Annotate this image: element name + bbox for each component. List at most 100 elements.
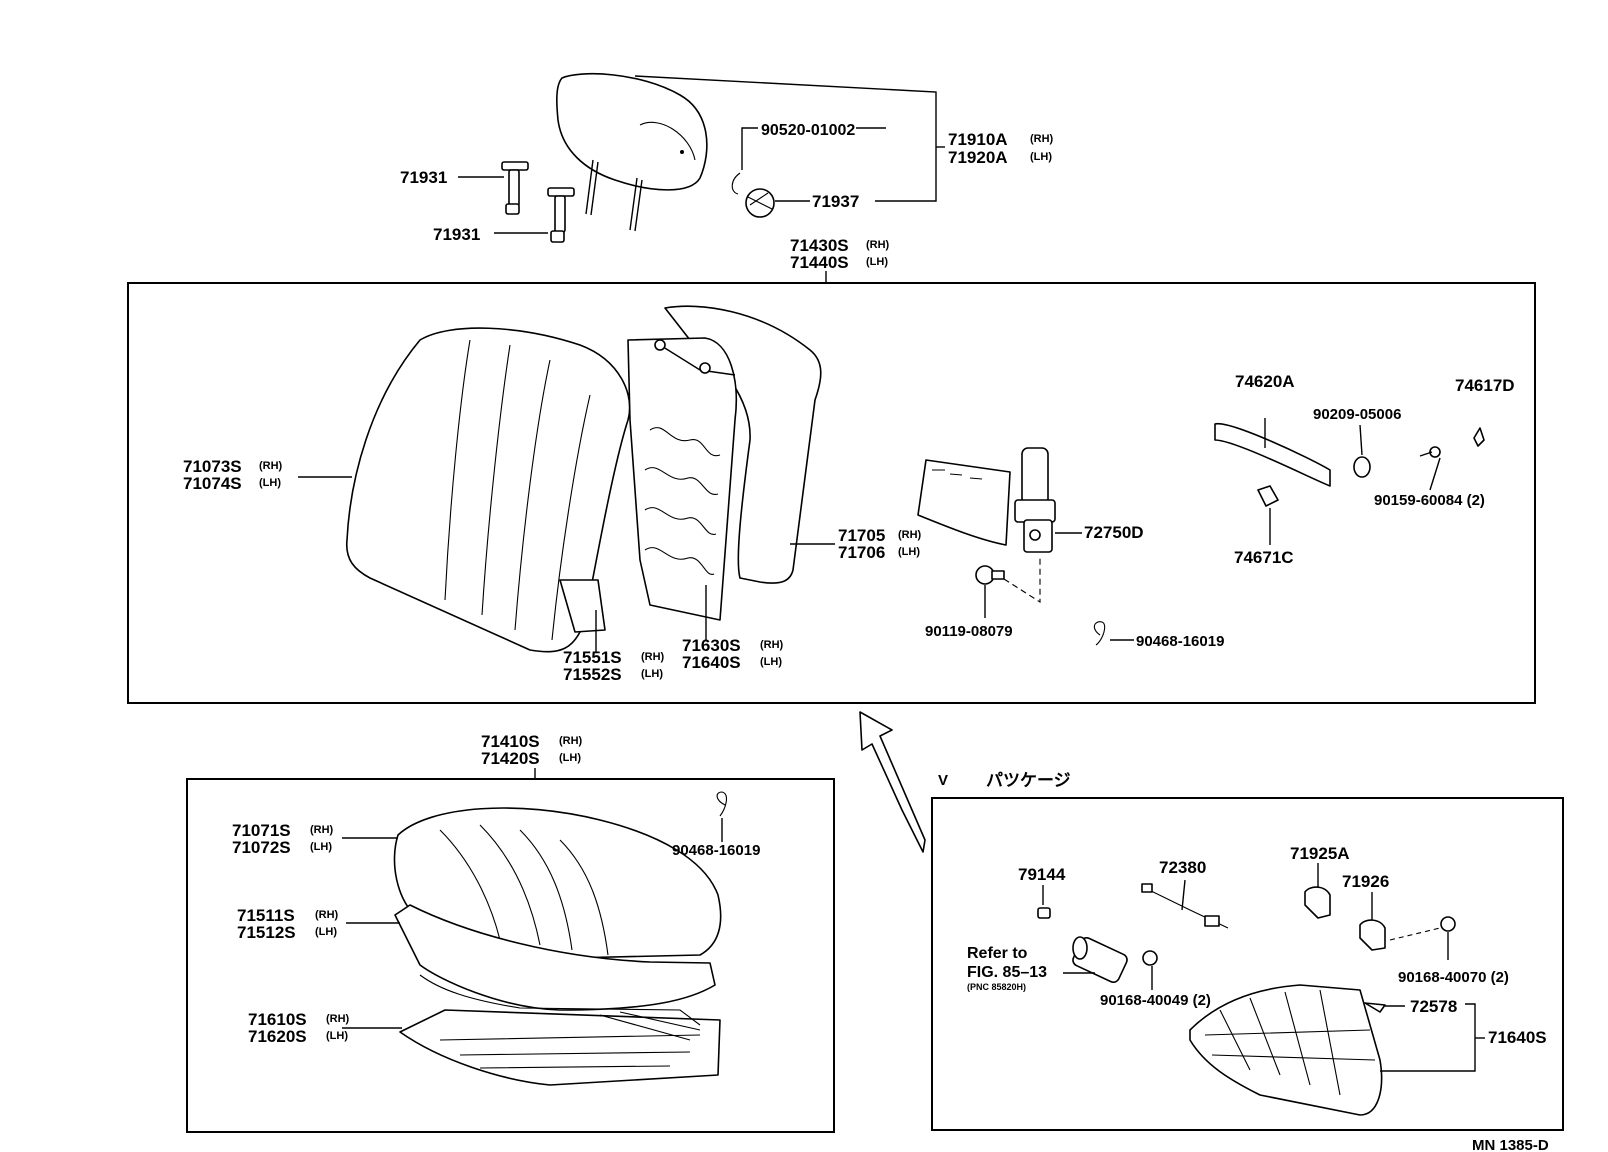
label-package-v: V — [938, 772, 948, 789]
package-arrow — [859, 711, 926, 853]
label-refer-to: Refer to — [967, 945, 1028, 962]
seatback-group — [298, 305, 1485, 653]
label-71511S-suffix: (RH) — [315, 909, 339, 921]
label-71920A: 71920A — [948, 148, 1008, 167]
label-71705-suffix: (RH) — [898, 529, 922, 541]
cushion-group — [342, 791, 728, 1086]
label-90209: 90209-05006 — [1313, 406, 1401, 423]
label-71420S: 71420S — [481, 749, 540, 768]
label-71552S: 71552S — [563, 665, 622, 684]
label-71440S-suffix: (LH) — [866, 256, 888, 268]
label-79144: 79144 — [1018, 865, 1066, 884]
seatback-frame-pkg[interactable] — [1189, 984, 1383, 1116]
labels: 71931 71931 90520-01002 71910A (RH) 7192… — [183, 122, 1549, 1152]
cushion-frame[interactable] — [399, 974, 721, 1086]
seatback-assembly-box — [127, 282, 1536, 704]
label-90119: 90119-08079 — [925, 623, 1013, 640]
seat-cushion-box — [186, 778, 835, 1133]
part-79144[interactable] — [1037, 907, 1051, 919]
label-71410S-suffix: (RH) — [559, 735, 583, 747]
label-71640S-seatback-suffix: (LH) — [760, 656, 782, 668]
label-71511S: 71511S — [237, 906, 295, 925]
label-71420S-suffix: (LH) — [559, 752, 581, 764]
screw-90159[interactable] — [1419, 446, 1441, 458]
motor-refer-fig[interactable] — [1071, 936, 1129, 984]
seatback-side-trim[interactable] — [559, 579, 606, 633]
label-71410S: 71410S — [481, 732, 540, 751]
label-71430S: 71430S — [790, 236, 849, 255]
label-71430S-suffix: (RH) — [866, 239, 890, 251]
label-71630S-suffix: (RH) — [760, 639, 784, 651]
label-71910A: 71910A — [948, 130, 1008, 149]
label-71551S: 71551S — [563, 648, 622, 667]
label-71706: 71706 — [838, 543, 885, 562]
headrest-group — [458, 72, 945, 243]
label-71440S: 71440S — [790, 253, 849, 272]
label-71640S-seatback: 71640S — [682, 653, 741, 672]
clip-90468-bottom[interactable] — [716, 791, 728, 817]
label-71620S-suffix: (LH) — [326, 1030, 348, 1042]
bolt-90119[interactable] — [975, 565, 1005, 585]
label-71610S-suffix: (RH) — [326, 1013, 350, 1025]
seatback-board[interactable] — [664, 305, 822, 584]
label-90520: 90520-01002 — [761, 122, 855, 139]
label-71640S-package: 71640S — [1488, 1028, 1547, 1047]
label-71630S: 71630S — [682, 636, 741, 655]
label-71071S: 71071S — [232, 821, 291, 840]
part-71926[interactable] — [1359, 919, 1386, 951]
label-71926: 71926 — [1342, 872, 1389, 891]
label-71920A-suffix: (LH) — [1030, 151, 1052, 163]
label-71925A: 71925A — [1290, 844, 1350, 863]
cable-72380[interactable] — [1141, 883, 1229, 929]
label-71910A-suffix: (RH) — [1030, 133, 1054, 145]
label-90159: 90159-60084 (2) — [1374, 492, 1485, 509]
label-71931-upper: 71931 — [400, 168, 447, 187]
label-71073S: 71073S — [183, 457, 242, 476]
label-71931-lower: 71931 — [433, 225, 480, 244]
label-71620S: 71620S — [248, 1027, 307, 1046]
seatback-frame[interactable] — [627, 337, 738, 621]
label-71610S: 71610S — [248, 1010, 307, 1029]
label-71512S-suffix: (LH) — [315, 926, 337, 938]
label-72578: 72578 — [1410, 997, 1457, 1016]
bracket-74620A[interactable] — [1214, 423, 1331, 487]
part-74671C[interactable] — [1257, 485, 1279, 507]
label-71074S: 71074S — [183, 474, 242, 493]
label-90168-40070: 90168-40070 (2) — [1398, 969, 1509, 986]
label-74620A: 74620A — [1235, 372, 1295, 391]
recliner-adjuster[interactable] — [917, 447, 1056, 553]
package-box — [931, 797, 1564, 1131]
part-71925A[interactable] — [1304, 886, 1331, 919]
label-74671C: 74671C — [1234, 548, 1294, 567]
package-group — [1037, 863, 1485, 1116]
label-90168-40049: 90168-40049 (2) — [1100, 992, 1211, 1009]
headrest-pad[interactable] — [556, 72, 708, 191]
clip-90468-top[interactable] — [1093, 621, 1106, 646]
label-71072S-suffix: (LH) — [310, 841, 332, 853]
label-71706-suffix: (LH) — [898, 546, 920, 558]
part-72578[interactable] — [1364, 1002, 1386, 1013]
label-71071S-suffix: (RH) — [310, 824, 334, 836]
label-90468-bottom: 90468-16019 — [672, 842, 760, 859]
nut-90209[interactable] — [1353, 456, 1371, 478]
label-71937: 71937 — [812, 192, 859, 211]
headrest-support-lower[interactable] — [547, 187, 575, 243]
label-74617D: 74617D — [1455, 376, 1515, 395]
label-72380: 72380 — [1159, 858, 1206, 877]
label-71512S: 71512S — [237, 923, 296, 942]
label-71074S-suffix: (LH) — [259, 477, 281, 489]
figure-code: MN 1385-D — [1472, 1137, 1549, 1152]
label-71705: 71705 — [838, 526, 885, 545]
label-package-title: パツケージ — [986, 771, 1071, 791]
clip-90520[interactable] — [731, 172, 741, 195]
label-90468-top: 90468-16019 — [1136, 633, 1224, 650]
label-72750D: 72750D — [1084, 523, 1144, 542]
cushion-pad[interactable] — [394, 904, 716, 1011]
label-71072S: 71072S — [232, 838, 291, 857]
label-refer-fig: FIG. 85–13 — [967, 964, 1047, 981]
screw-90168-40049[interactable] — [1142, 950, 1158, 966]
headrest-support-upper[interactable] — [501, 161, 529, 215]
screw-90168-40070[interactable] — [1389, 916, 1456, 941]
part-74617D[interactable] — [1473, 427, 1485, 447]
